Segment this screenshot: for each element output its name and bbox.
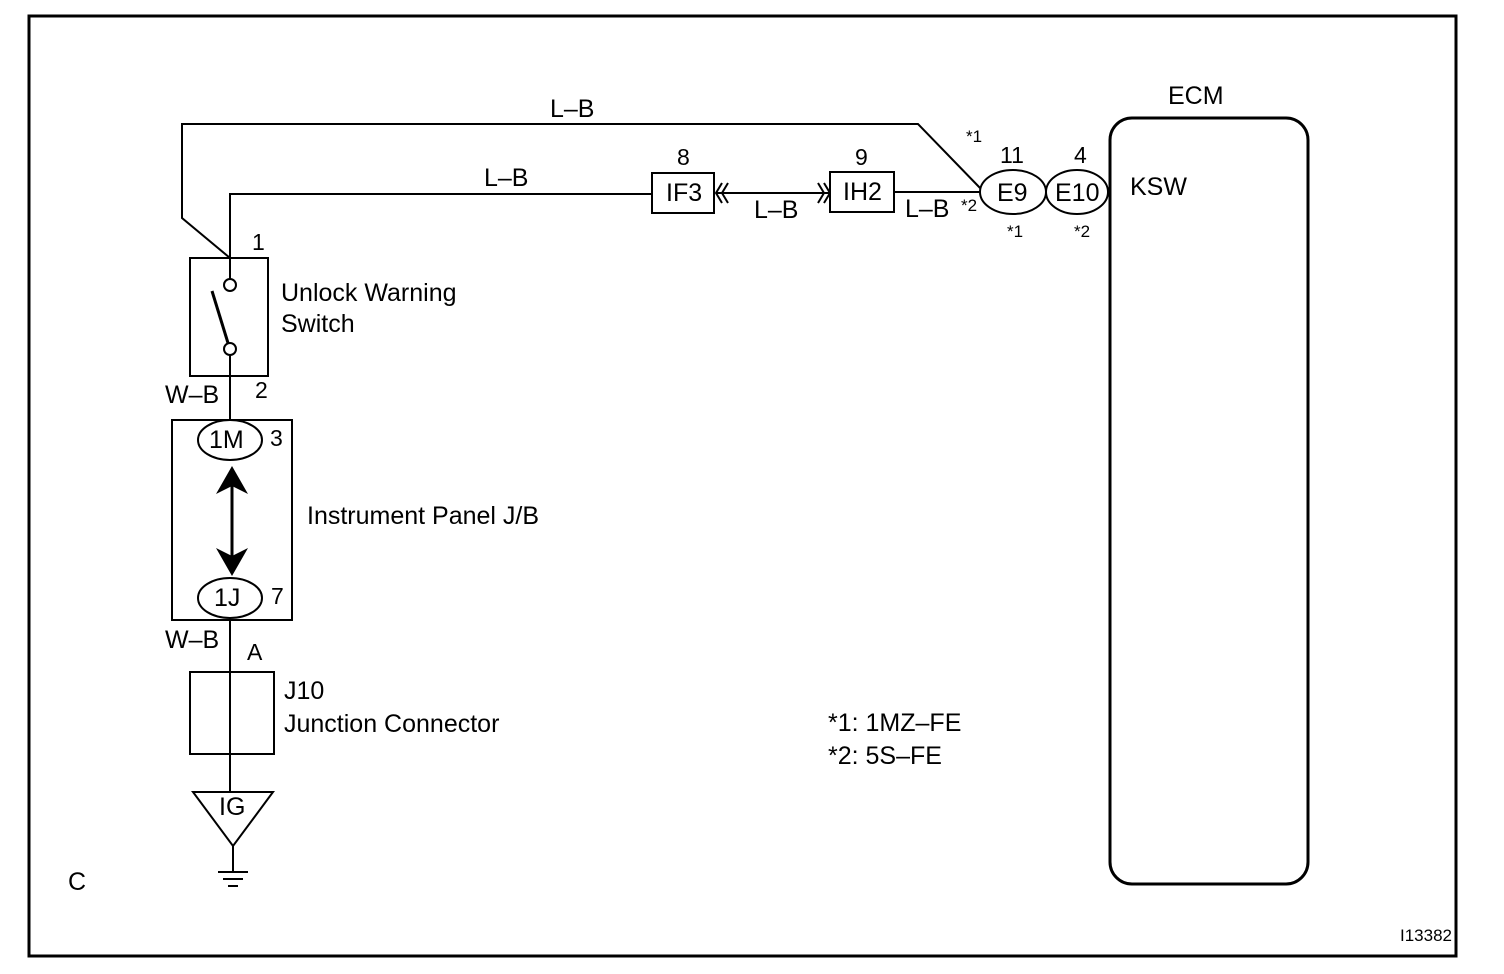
wire-label-ih2-lb: L–B [905, 195, 949, 223]
junction-label: Junction Connector [284, 710, 499, 738]
switch-label-line2: Switch [281, 310, 355, 338]
connector-e9-pin: 11 [1000, 142, 1024, 168]
jb-connector-1j-pin: 7 [271, 583, 284, 609]
jb-connector-1j-name: 1J [214, 584, 240, 612]
connector-e10-name: E10 [1055, 179, 1099, 207]
junction-connector-j10[interactable] [189, 671, 275, 755]
wire-label-mid-lb: L–B [484, 164, 528, 192]
junction-pin-a: A [247, 639, 263, 665]
switch-pin-top: 1 [252, 229, 265, 255]
connector-e9-note-bottom: *1 [1007, 222, 1023, 241]
wire-label-jb-wb: W–B [165, 626, 219, 654]
wire-label-top-lb: L–B [550, 95, 594, 123]
connector-e10[interactable] [1045, 169, 1109, 215]
connector-if3-pin: 8 [677, 144, 690, 170]
corner-label: C [68, 868, 86, 896]
legend-line1: *1: 1MZ–FE [828, 709, 961, 737]
connector-ih2[interactable] [829, 171, 895, 213]
wire-label-switch-wb: W–B [165, 381, 219, 409]
jb-connector-1m[interactable] [197, 419, 263, 461]
wire-top-lb [181, 123, 983, 259]
wire-label-between-lb: L–B [754, 196, 798, 224]
junction-id: J10 [284, 677, 324, 705]
connector-e9-name: E9 [997, 179, 1028, 207]
jb-internal-arrow-down [216, 548, 248, 576]
legend-line2: *2: 5S–FE [828, 742, 942, 770]
switch-contact-top [223, 278, 237, 292]
wire-mid-lb [229, 193, 652, 272]
jb-internal-arrow-up [216, 466, 248, 494]
switch-pin-bottom: 2 [255, 377, 268, 403]
jb-label: Instrument Panel J/B [307, 502, 539, 530]
connector-ih2-pin: 9 [855, 144, 868, 170]
connector-ih2-name: IH2 [843, 178, 882, 206]
diagram-frame [27, 14, 1458, 958]
jb-connector-1m-pin: 3 [270, 425, 283, 451]
switch-label-line1: Unlock Warning [281, 279, 457, 307]
connector-if3[interactable] [651, 172, 715, 214]
ecm-title: ECM [1168, 82, 1224, 110]
connector-e9-note-left: *2 [961, 196, 977, 215]
connector-e9-note-top: *1 [966, 127, 982, 146]
connector-if3-name: IF3 [666, 179, 702, 207]
ig-label: IG [219, 793, 245, 821]
figure-id: I13382 [1400, 926, 1452, 945]
switch-contact-bottom [223, 342, 237, 356]
ecm-box[interactable] [1108, 116, 1310, 886]
connector-e10-pin: 4 [1074, 142, 1087, 168]
switch-blade [210, 290, 230, 344]
connector-e10-note-bottom: *2 [1074, 222, 1090, 241]
ig-ground-triangle[interactable] [191, 791, 275, 848]
jb-connector-1m-name: 1M [209, 426, 244, 454]
ecm-pin-ksw: KSW [1130, 173, 1187, 201]
